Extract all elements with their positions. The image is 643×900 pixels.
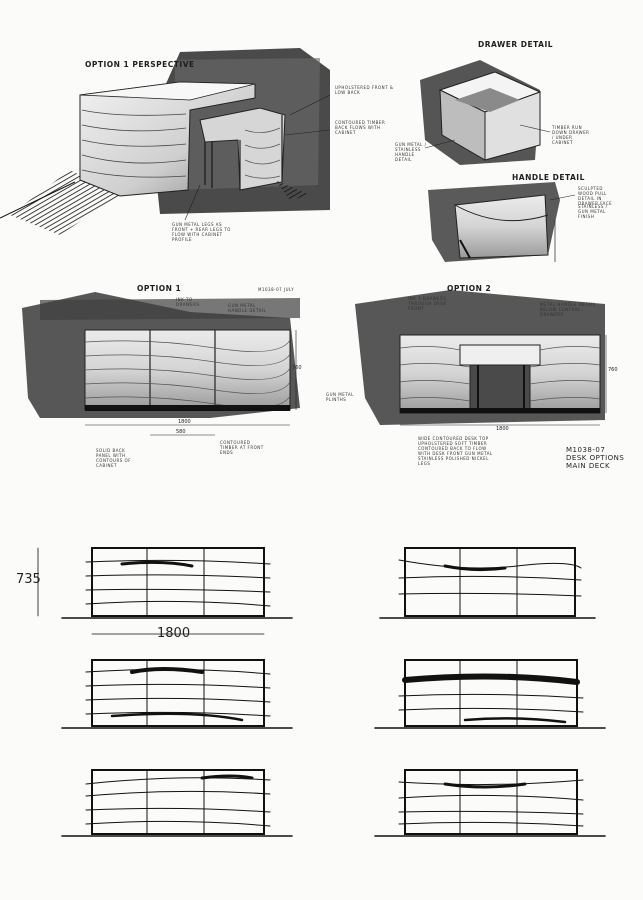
handle-note-2: Stainless / Gun Metal Finish <box>578 204 608 219</box>
elevation-4 <box>374 659 606 729</box>
option1-note-4: Contoured Timber At Front Ends <box>220 440 264 455</box>
option1-ref: M1038-07 July <box>258 287 295 292</box>
elevation-line-drawings <box>37 547 606 837</box>
sheet-subtitle-1: DESK OPTIONS <box>566 454 625 462</box>
elevation-1 <box>61 547 293 619</box>
option1-note-3: Solid Back Panel With Contours Of Cabine… <box>96 448 131 468</box>
elevation-3 <box>61 659 293 729</box>
elevation-height-label: 735 <box>16 572 41 587</box>
elevation-6 <box>374 769 606 837</box>
drawer-note-1: Gun Metal / Stainless Handle Detail <box>395 142 427 162</box>
option2-note-2: Metal Handle Detail Below Central Drawer… <box>540 302 596 317</box>
handle-note-1: Sculpted Wood Pull Detail In Drawer Face <box>578 186 613 206</box>
option2-note-3: Gun Metal Plinths <box>326 392 354 402</box>
option1-note-2: Gun Metal Handle Detail <box>228 303 267 313</box>
perspective-note-2: Contoured Timber Back Flows With Cabinet <box>335 120 386 135</box>
option2-dim-width: 1800 <box>496 426 509 432</box>
handle-detail-sketch <box>428 182 576 262</box>
perspective-note-1: Upholstered Front & Low Back <box>335 85 394 95</box>
option2-title: OPTION 2 <box>447 284 492 293</box>
option1-dim-height: 760 <box>292 365 302 371</box>
option2-note-4: Wide Contoured Desk Top Upholstered Soft… <box>418 436 493 466</box>
sheet-subtitle-2: MAIN DECK <box>566 462 611 470</box>
elevation-width-label: 1800 <box>157 626 191 641</box>
drawer-detail-sketch <box>420 60 551 165</box>
option2-elevation <box>355 290 607 426</box>
perspective-sketch <box>0 48 331 235</box>
option1-title: OPTION 1 <box>137 284 182 293</box>
option1-note-1: Ink To Drawers <box>176 297 200 307</box>
option2-dim-height: 760 <box>608 367 618 373</box>
option1-dim-width: 1800 <box>178 419 191 425</box>
option1-elevation <box>22 292 300 436</box>
drawer-note-2: Timber Run Down Drawer / Under Cabinet <box>552 125 590 145</box>
option2-note-1: Ink 3 Drawers Through Desk Front <box>408 296 447 311</box>
handle-detail-title: HANDLE DETAIL <box>512 173 585 182</box>
option1-dim-drawer: 580 <box>176 429 186 435</box>
elevation-2 <box>379 547 596 619</box>
sheet-code: M1038-07 <box>566 446 606 454</box>
drawer-detail-title: DRAWER DETAIL <box>478 40 554 49</box>
perspective-note-3: Gun Metal Legs As Front + Rear Legs To F… <box>172 222 231 242</box>
elevation-5 <box>61 769 293 837</box>
perspective-title: OPTION 1 PERSPECTIVE <box>85 60 195 69</box>
